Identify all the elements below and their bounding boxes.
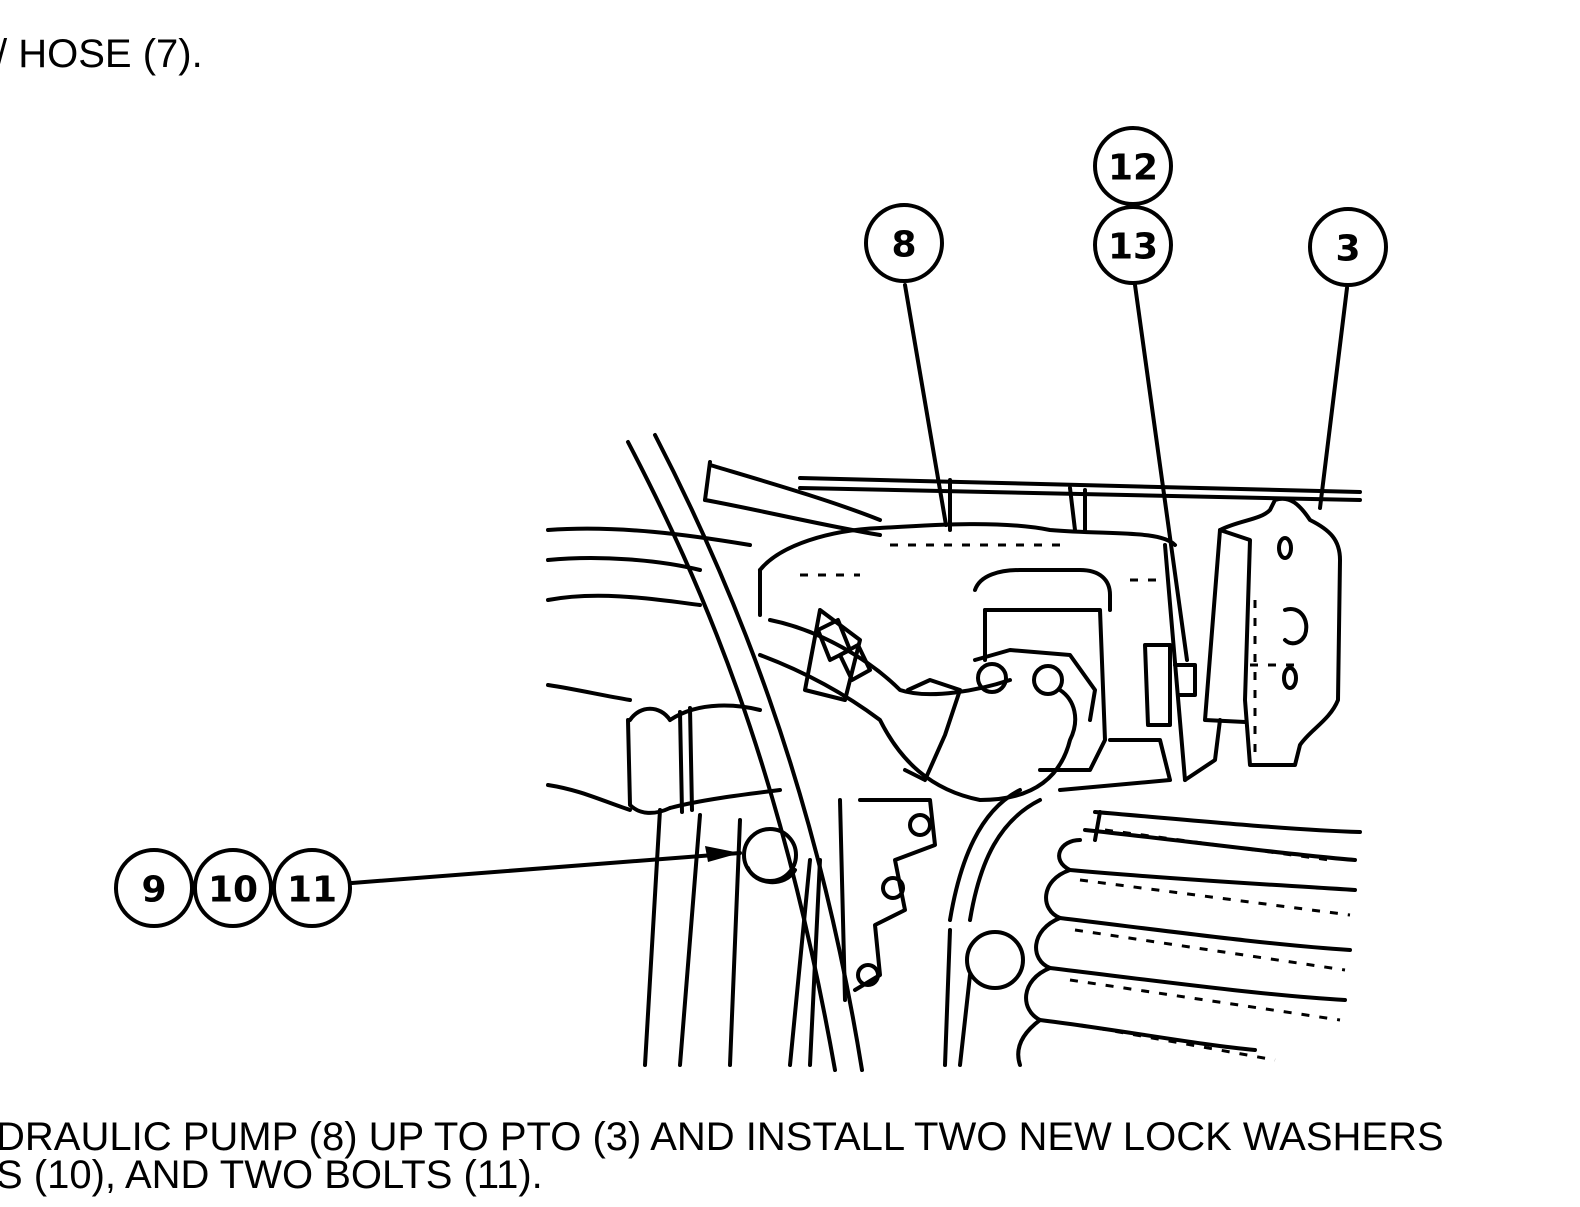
instruction-text-bottom: DRAULIC PUMP (8) UP TO PTO (3) AND INSTA… (0, 1115, 1444, 1197)
callout-11: 11 (272, 848, 352, 928)
bottom-line-1: DRAULIC PUMP (8) UP TO PTO (3) AND INSTA… (0, 1115, 1444, 1159)
leader-8 (903, 283, 948, 527)
callout-12-label: 12 (1108, 148, 1158, 189)
top-line: HOSE (7). (18, 32, 203, 76)
callout-13-label: 13 (1108, 227, 1158, 268)
callout-9: 9 (114, 848, 194, 928)
instruction-text-top: / HOSE (7). (0, 30, 203, 78)
callout-8-label: 8 (891, 225, 916, 266)
callout-10-label: 10 (208, 870, 258, 911)
arrowhead-9-10-11 (705, 846, 740, 862)
hidden-lines (800, 543, 1351, 1062)
leader-3 (1318, 286, 1349, 510)
pump-assembly-drawing (546, 433, 1362, 1072)
bottom-line-2: S (10), AND TWO BOLTS (11). (0, 1153, 543, 1197)
leader-9-10-11 (350, 851, 742, 885)
top-line-prefix: / (0, 32, 18, 76)
callout-13: 13 (1093, 205, 1173, 285)
callout-9-label: 9 (141, 870, 166, 911)
callout-12: 12 (1093, 126, 1173, 206)
callout-8: 8 (864, 203, 944, 283)
leader-13 (1133, 283, 1189, 662)
callout-3-label: 3 (1335, 229, 1360, 270)
callout-3: 3 (1308, 207, 1388, 287)
callout-10: 10 (193, 848, 273, 928)
leader-lines (350, 283, 1349, 885)
callout-11-label: 11 (287, 870, 337, 911)
